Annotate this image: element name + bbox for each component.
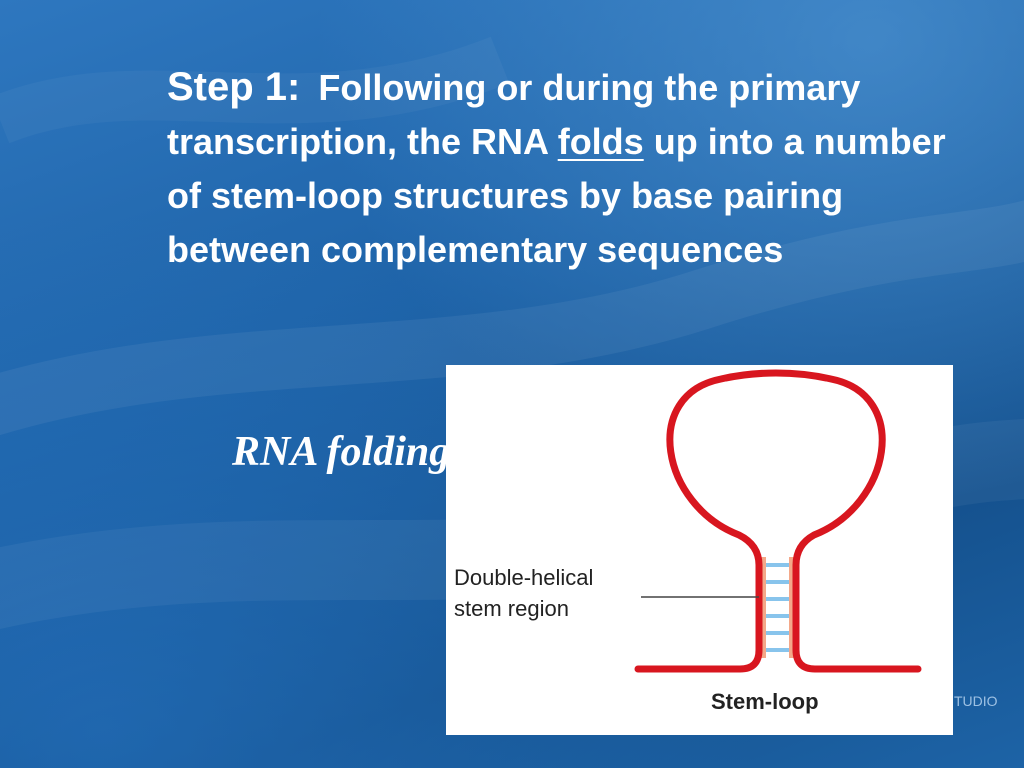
double-helical-label: Double-helical [454,565,594,590]
rna-strand [634,369,922,673]
body-text-part1: Following or during the primary transcri… [167,67,861,162]
watermark-text: TUDIO [954,693,998,709]
folds-underlined-word: folds [557,121,644,162]
stem-loop-label: Stem-loop [711,689,819,714]
stem-loop-diagram [634,369,922,673]
base-pair-rungs [766,563,789,652]
body-text-part2: up into a number of stem-loop structures… [167,121,946,270]
stem-loop-figure: Double-helical stem region Stem-loop [446,365,953,735]
step-description: Step 1:Following or during the primary t… [167,60,967,277]
step-label: Step 1: [167,65,301,109]
rna-folding-caption: RNA folding [232,429,451,475]
stem-region-label: stem region [454,596,569,621]
